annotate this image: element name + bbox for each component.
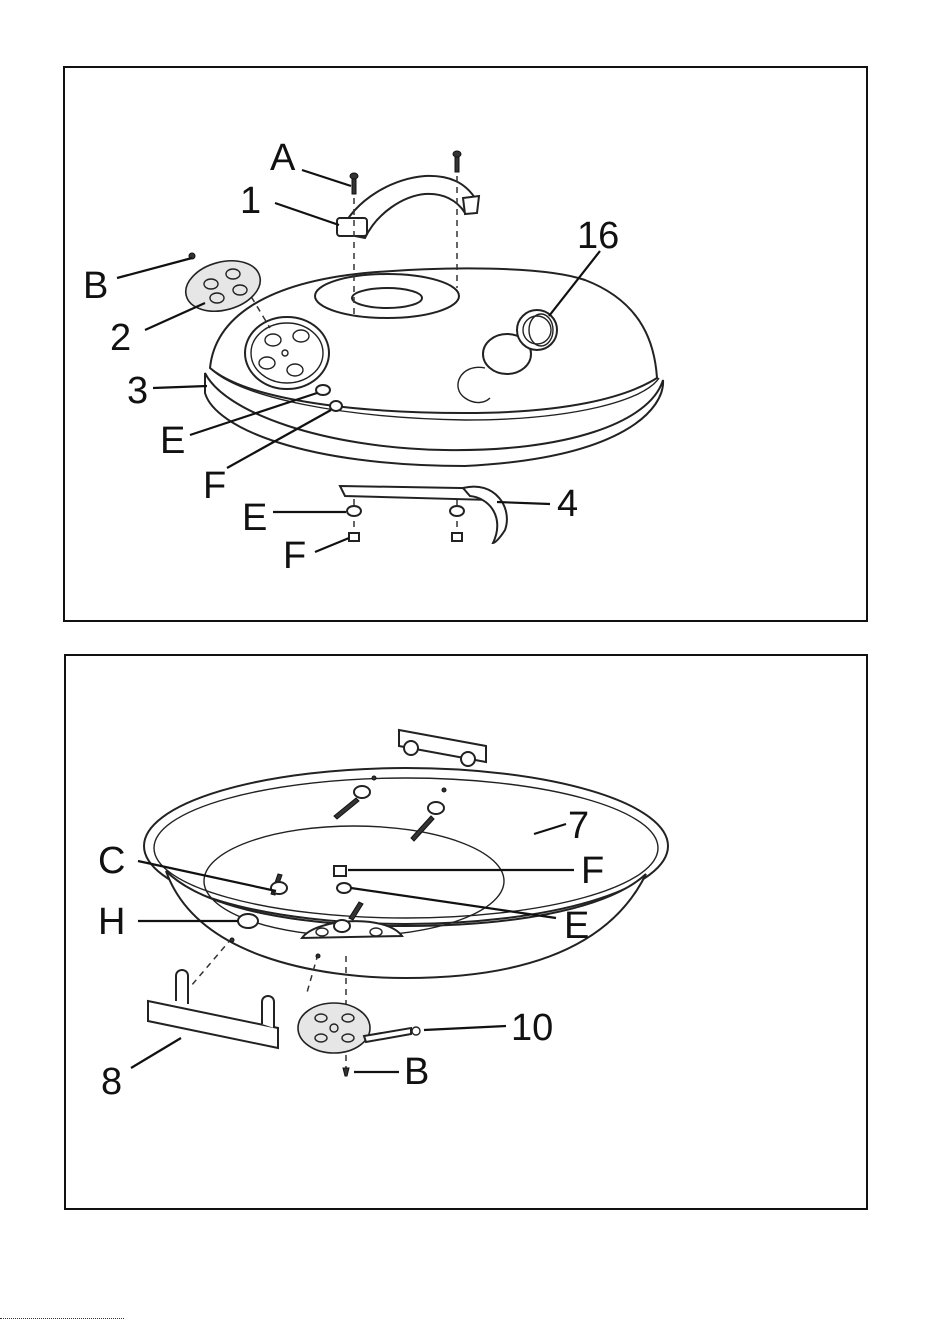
thermometer-part-16 [517, 310, 557, 350]
label-1: 1 [240, 180, 261, 222]
label-C: C [98, 840, 125, 882]
label-F-lid: F [203, 465, 226, 507]
label-E-lid: E [160, 420, 185, 462]
label-2: 2 [110, 317, 131, 359]
lid-dome [205, 268, 663, 466]
label-10: 10 [511, 1007, 553, 1049]
bowl-top-handle-bracket [399, 730, 486, 766]
lid-handle-part-1 [337, 176, 479, 238]
lid-hook-part-4 [340, 486, 507, 543]
lid-assembly-panel: A 1 B 2 3 E F E F 4 16 [63, 66, 868, 622]
bowl-assembly-drawing: C H 7 F E 8 10 B [66, 656, 870, 1212]
label-E-hook: E [242, 497, 267, 539]
label-F-bowl: F [581, 850, 604, 892]
label-3: 3 [127, 370, 148, 412]
ash-vent-part-10 [298, 1003, 420, 1076]
side-handle-part-8 [148, 970, 278, 1048]
label-B: B [83, 265, 108, 307]
label-4: 4 [557, 483, 578, 525]
lid-assembly-drawing: A 1 B 2 3 E F E F 4 16 [65, 68, 870, 624]
label-F-hook: F [283, 535, 306, 577]
label-16: 16 [577, 215, 619, 257]
label-B-bowl: B [404, 1051, 429, 1093]
label-A: A [270, 137, 296, 179]
footer-dotted-rule [0, 1318, 124, 1319]
label-7: 7 [568, 805, 589, 847]
label-8: 8 [101, 1061, 122, 1103]
label-E-bowl: E [564, 905, 589, 947]
bowl-assembly-panel: C H 7 F E 8 10 B [64, 654, 868, 1210]
label-H: H [98, 901, 125, 943]
